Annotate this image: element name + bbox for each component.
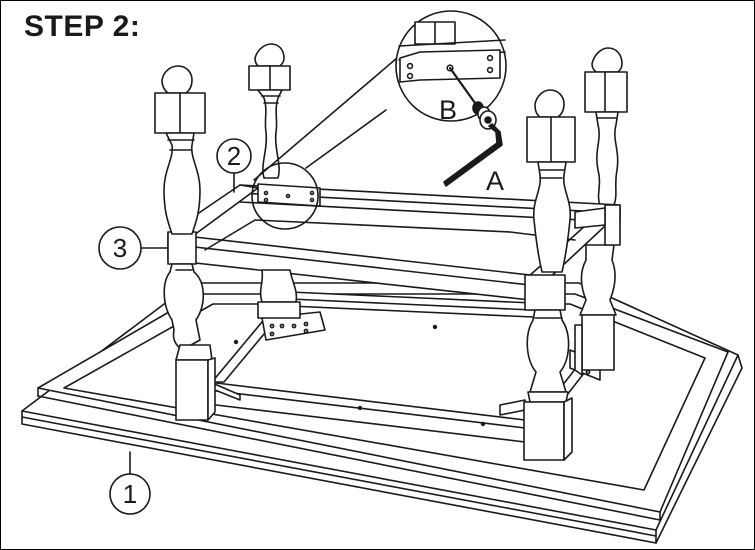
detail-magnifier: [251, 10, 507, 230]
leg-mid-left: [257, 269, 301, 319]
leg-back-left: [248, 43, 291, 179]
step-title: STEP 2:: [24, 10, 141, 43]
leader-lines: [129, 51, 405, 475]
callout-3: [98, 226, 142, 270]
callout-3-label: 3: [113, 233, 127, 263]
apron-frame: [207, 291, 603, 443]
leg-front-left: [154, 65, 216, 421]
callout-1-label: 1: [123, 479, 137, 509]
leg-back-right: [574, 47, 628, 376]
allen-key-a: [443, 123, 503, 187]
callout-2: [216, 138, 252, 174]
callout-1: [109, 473, 151, 515]
leg-front-right: [523, 89, 576, 461]
callout-2-label: 2: [227, 141, 241, 171]
part-a-label: A: [486, 166, 504, 196]
part-b-label: B: [439, 95, 457, 125]
